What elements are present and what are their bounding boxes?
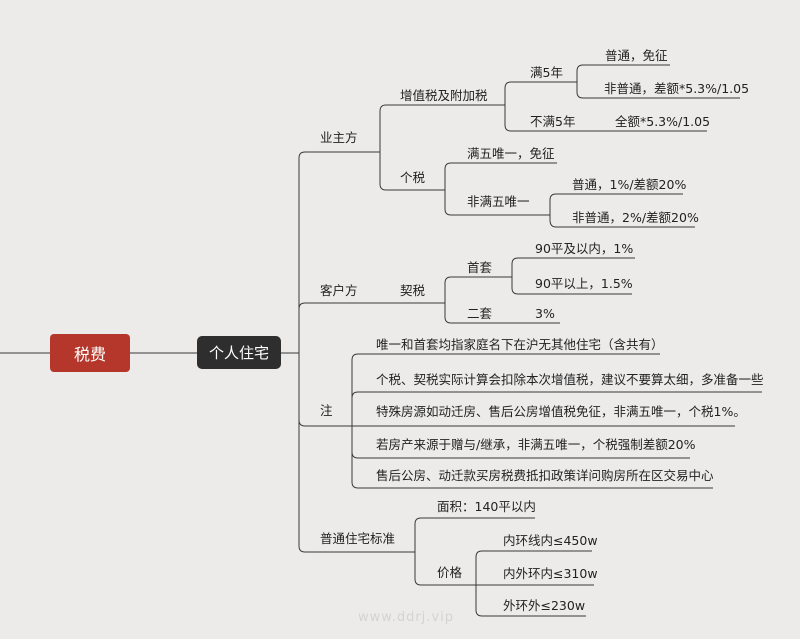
note-item-2: 个税、契税实际计算会扣除本次增值税，建议不要算太细，多准备一些 <box>376 372 764 387</box>
standard-node: 普通住宅标准 <box>320 531 396 546</box>
price-outer: 外环外≤230w <box>503 598 586 613</box>
income-tax-ordinary: 普通，1%/差额20% <box>572 177 687 192</box>
note-item-1: 唯一和首套均指家庭名下在沪无其他住宅（含共有） <box>376 337 664 352</box>
income-tax-only-over5: 满五唯一，免征 <box>467 146 555 161</box>
center-node: 个人住宅 <box>197 336 281 369</box>
price-middle: 内外环内≤310w <box>503 566 598 581</box>
notes-node: 注 <box>320 403 333 418</box>
standard-price: 价格 <box>437 565 463 580</box>
income-tax-non-ordinary: 非普通，2%/差额20% <box>572 210 699 225</box>
deed-tax-second-value: 3% <box>535 306 555 321</box>
standard-area: 面积：140平以内 <box>437 499 536 514</box>
vat-over5-non-ordinary: 非普通，差额*5.3%/1.05 <box>604 81 750 96</box>
income-tax-node: 个税 <box>400 170 426 185</box>
root-node: 税费 <box>50 334 130 372</box>
vat-over5-node: 满5年 <box>530 65 563 80</box>
deed-tax-under90: 90平及以内，1% <box>535 241 634 256</box>
price-inner: 内环线内≤450w <box>503 533 598 548</box>
note-item-3: 特殊房源如动迁房、售后公房增值税免征，非满五唯一，个税1%。 <box>376 404 746 419</box>
note-item-4: 若房产来源于赠与/继承，非满五唯一，个税强制差额20% <box>376 437 696 452</box>
deed-tax-first: 首套 <box>467 260 493 275</box>
buyer-node: 客户方 <box>320 283 358 298</box>
vat-over5-ordinary: 普通，免征 <box>605 48 668 63</box>
note-item-5: 售后公房、动迁款买房税费抵扣政策详问购房所在区交易中心 <box>376 468 714 483</box>
vat-under5-node: 不满5年 <box>530 114 576 129</box>
seller-node: 业主方 <box>320 130 358 145</box>
vat-under5-value: 全额*5.3%/1.05 <box>615 114 711 129</box>
income-tax-not-only-over5: 非满五唯一 <box>467 194 530 209</box>
watermark: www.ddrj.vip <box>358 610 454 625</box>
vat-node: 增值税及附加税 <box>400 88 488 103</box>
deed-tax-second: 二套 <box>467 306 493 321</box>
deed-tax-over90: 90平以上，1.5% <box>535 276 633 291</box>
deed-tax-node: 契税 <box>400 283 426 298</box>
